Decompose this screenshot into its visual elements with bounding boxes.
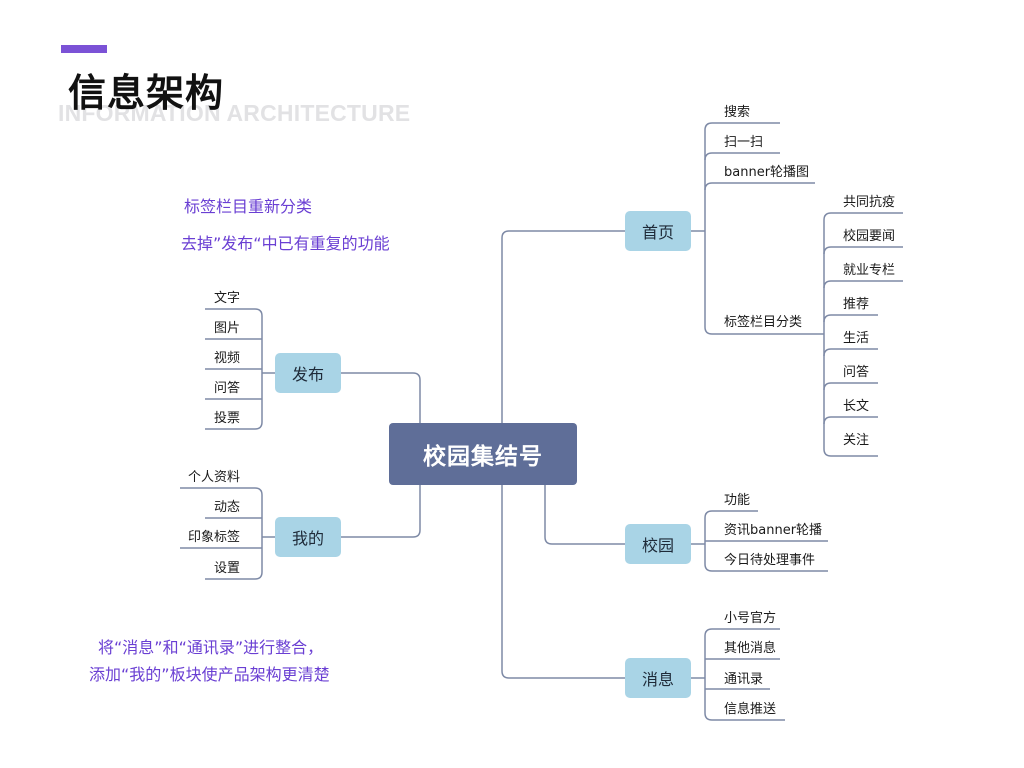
note-top-line2: 去掉”发布“中已有重复的功能 xyxy=(181,234,390,253)
mine-leaf: 设置 xyxy=(214,561,241,576)
publish-leaf: 投票 xyxy=(214,411,241,426)
publish-leaf: 问答 xyxy=(214,381,241,396)
publish-leaf: 图片 xyxy=(214,321,241,336)
campus-leaf: 资讯banner轮播 xyxy=(724,523,823,538)
page-title: 信息架构 xyxy=(68,71,225,115)
note-top-line1: 标签栏目重新分类 xyxy=(184,197,313,216)
publish-leaf: 视频 xyxy=(214,351,241,366)
node-campus: 校园 xyxy=(625,524,691,564)
home-leaf: 标签栏目分类 xyxy=(724,315,803,330)
mine-leaf: 动态 xyxy=(214,500,241,515)
page-subtitle: INFORMATION ARCHITECTURE xyxy=(58,100,411,126)
mine-leaf: 个人资料 xyxy=(188,470,241,485)
message-leaf: 其他消息 xyxy=(724,641,777,656)
tag-leaf: 关注 xyxy=(843,433,870,448)
connector-center-campus xyxy=(544,485,625,545)
node-mine: 我的 xyxy=(275,517,341,557)
home-leaf: 扫一扫 xyxy=(724,135,764,150)
connector-center-message xyxy=(501,485,625,679)
campus-leaf: 功能 xyxy=(724,493,751,508)
node-home: 首页 xyxy=(625,211,691,251)
tag-leaf: 就业专栏 xyxy=(843,263,896,278)
message-leaf: 小号官方 xyxy=(724,611,777,626)
message-leaf: 信息推送 xyxy=(724,702,777,717)
tag-leaf: 共同抗疫 xyxy=(843,195,896,210)
home-leaf: 搜索 xyxy=(724,105,751,120)
node-message: 消息 xyxy=(625,658,691,698)
node-publish: 发布 xyxy=(275,353,341,393)
tag-leaf: 问答 xyxy=(843,365,870,380)
note-bottom-line1: 将“消息”和“通讯录”进行整合， xyxy=(98,638,324,657)
tag-leaf: 生活 xyxy=(843,331,870,346)
tag-leaf: 校园要闻 xyxy=(843,229,896,244)
home-leaf: banner轮播图 xyxy=(724,165,810,180)
mine-leaf: 印象标签 xyxy=(188,530,241,545)
connector-center-home xyxy=(501,230,625,423)
tag-leaf: 推荐 xyxy=(843,297,870,312)
tag-leaf: 长文 xyxy=(843,399,870,414)
title-accent-bar xyxy=(61,45,107,53)
note-bottom-line2: 添加“我的”板块使产品架构更清楚 xyxy=(89,665,330,684)
campus-leaf: 今日待处理事件 xyxy=(724,553,816,568)
publish-leaf: 文字 xyxy=(214,291,241,306)
message-leaf: 通讯录 xyxy=(724,672,764,687)
center-node: 校园集结号 xyxy=(389,423,577,485)
